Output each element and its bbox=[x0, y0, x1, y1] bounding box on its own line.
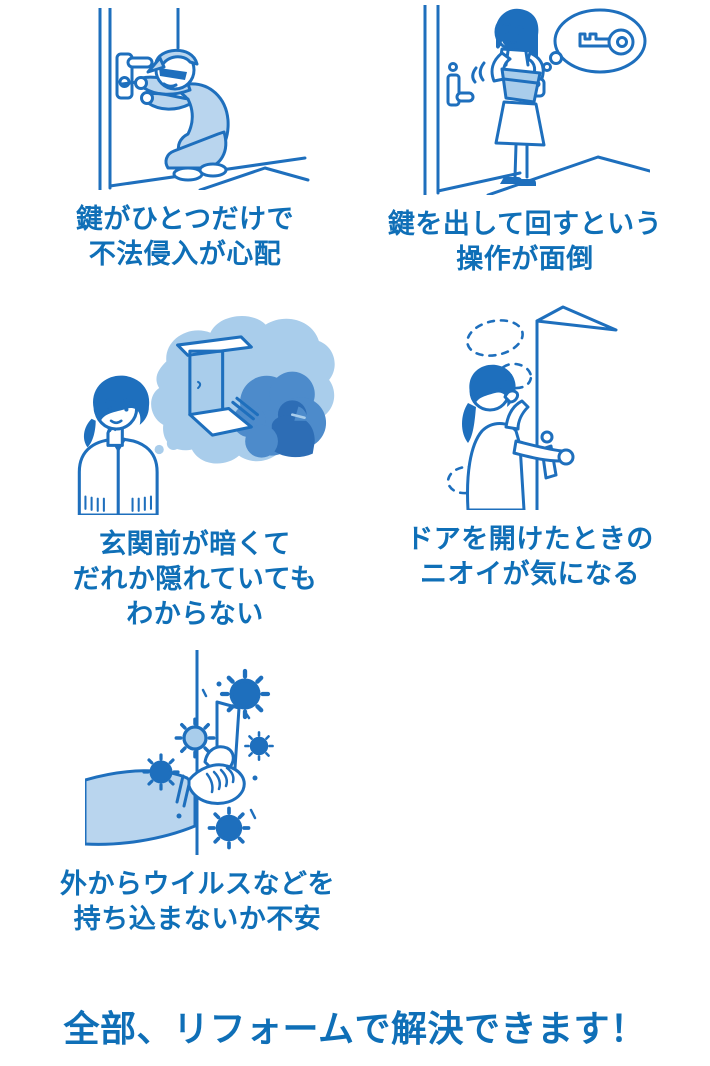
caption: 鍵がひとつだけで 不法侵入が心配 bbox=[76, 202, 294, 272]
caption-line: ニオイが気になる bbox=[420, 559, 640, 590]
concern-item-virus: 外からウイルスなどを 持ち込まないか不安 bbox=[25, 650, 370, 937]
headline: 全部、リフォームで解決できます！ bbox=[63, 1008, 647, 1049]
concern-item-key-hassle: 鍵を出して回すという 操作が面倒 bbox=[370, 5, 680, 277]
caption: 玄関前が暗くて だれか隠れていても わからない bbox=[73, 527, 318, 632]
caption: ドアを開けたときの ニオイが気になる bbox=[406, 522, 654, 592]
caption: 外からウイルスなどを 持ち込まないか不安 bbox=[60, 867, 335, 937]
virus-hand-illustration bbox=[85, 650, 274, 855]
concern-item-door-smell: ドアを開けたときの ニオイが気になる bbox=[380, 305, 680, 592]
caption-line: 鍵がひとつだけで bbox=[75, 204, 295, 234]
concern-item-lockpick: 鍵がひとつだけで 不法侵入が心配 bbox=[30, 8, 340, 272]
caption-line: 持ち込まないか不安 bbox=[73, 904, 322, 935]
caption: 鍵を出して回すという 操作が面倒 bbox=[388, 207, 662, 277]
woman-searching-key-illustration bbox=[423, 5, 650, 195]
dark-entrance-worry-illustration bbox=[77, 315, 335, 515]
caption-line: ドアを開けたときの bbox=[406, 524, 654, 554]
caption-line: 玄関前が暗くて bbox=[99, 529, 291, 559]
caption-line: 操作が面倒 bbox=[456, 244, 594, 275]
caption-line: だれか隠れていても bbox=[72, 564, 318, 595]
concern-item-dark-entrance: 玄関前が暗くて だれか隠れていても わからない bbox=[20, 300, 370, 632]
caption-line: 不法侵入が心配 bbox=[88, 239, 282, 270]
burglar-picking-lock-illustration bbox=[98, 8, 310, 190]
caption-line: 外からウイルスなどを bbox=[60, 869, 335, 899]
caption-line: 鍵を出して回すという bbox=[387, 209, 663, 239]
door-smell-illustration bbox=[446, 305, 618, 510]
caption-line: わからない bbox=[126, 599, 264, 630]
